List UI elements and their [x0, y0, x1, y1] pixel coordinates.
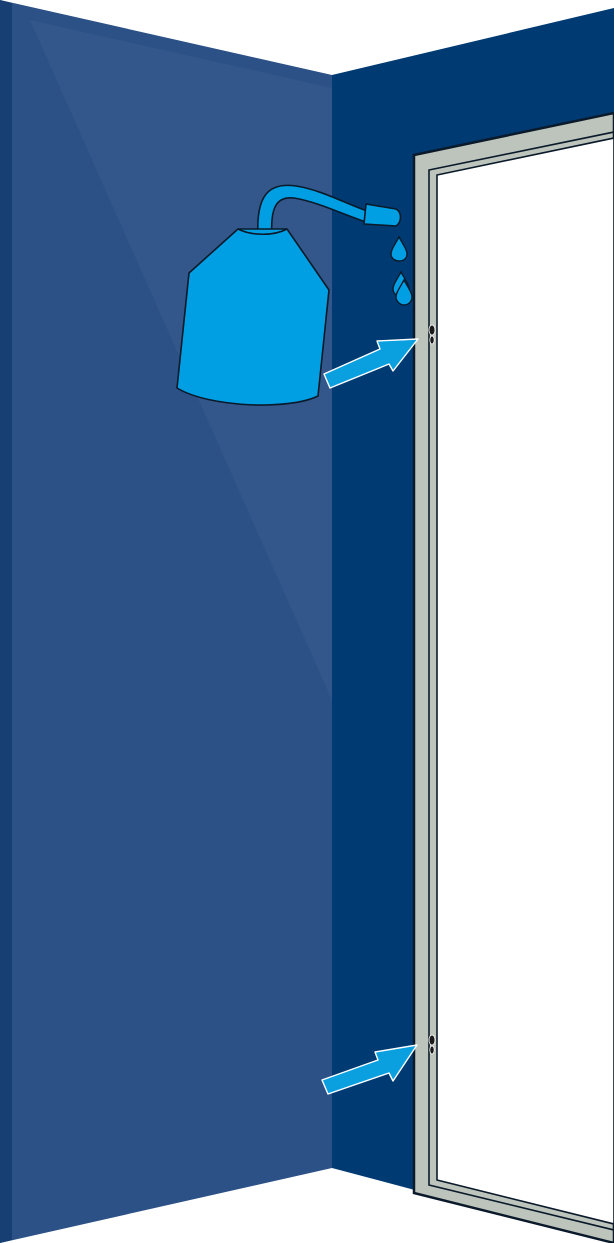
upper-hinge-icon [428, 324, 436, 345]
oil-can-rim [237, 228, 288, 236]
oil-drop-icon [395, 278, 413, 306]
oil-drop-icon [390, 235, 408, 262]
upper-arrow-icon [323, 338, 419, 389]
oil-can-icon [176, 184, 402, 406]
left-wall-edge [0, 0, 12, 1243]
oil-can-nozzle [363, 203, 402, 227]
door-leaf [436, 137, 614, 1225]
lower-hinge-icon [428, 1034, 436, 1055]
lower-arrow-icon [321, 1044, 418, 1095]
door-frame-inner [428, 131, 614, 1231]
oil-can-body [176, 228, 330, 406]
